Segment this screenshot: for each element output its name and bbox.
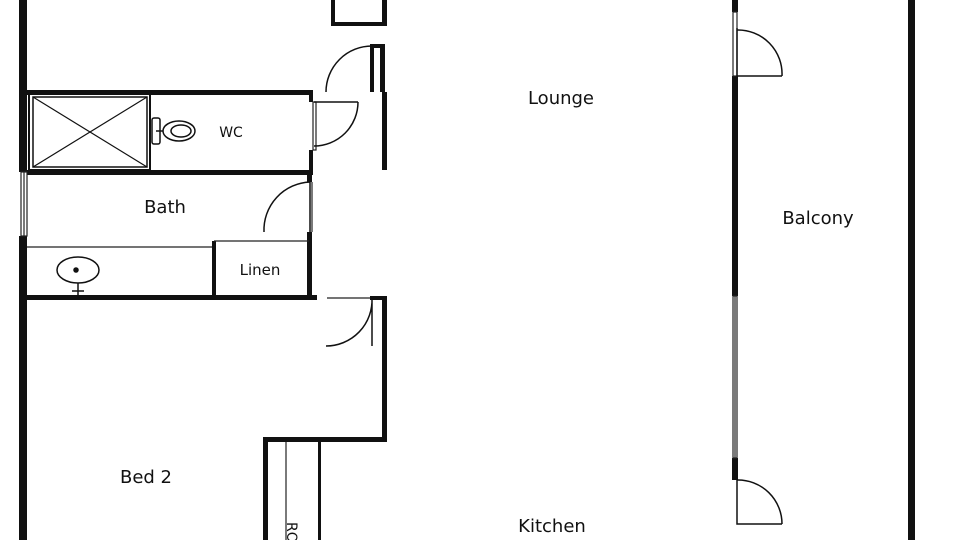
label-kitchen: Kitchen [518,516,586,537]
label-lounge: Lounge [528,88,594,109]
robe-wall-right [318,437,321,540]
toilet [151,117,196,145]
shower [28,93,151,171]
left-outer-wall-lower [19,236,27,540]
cupboard-wall-bottom [331,22,387,26]
left-outer-wall [19,0,27,172]
door-balcony-bottom [736,479,783,525]
thin-lines [20,11,738,540]
door-swings [263,28,783,525]
robe-wall-top [263,437,387,442]
door-balcony-top [736,28,783,77]
walls [19,0,915,540]
door-bed2 [325,297,373,347]
wc-bottom-wall [27,170,313,175]
robe-wall-left [263,437,268,540]
door-bath [263,181,311,233]
label-bath: Bath [144,197,186,218]
wc-right-wall [309,92,313,102]
linen-left-wall [212,241,216,298]
label-linen: Linen [240,261,281,279]
right-outer-wall [908,0,915,540]
cupboard-wall-left [331,0,335,26]
label-wc: WC [219,125,243,141]
bath-right-wall-low [307,232,312,298]
basin [56,256,100,295]
hall-wall-top [382,0,387,26]
bath-right-wall [307,172,312,182]
bath-bottom-wall [27,295,317,300]
bed-wall-right [382,298,387,440]
door-wc [313,101,359,147]
lounge-door-jamb [312,101,317,151]
balcony-wall-top [732,0,738,12]
cupboard-upper-wall [370,44,385,48]
label-balcony: Balcony [782,208,854,229]
room-labels: Lounge WC Bath Linen Balcony Bed 2 Kitch… [120,88,854,540]
label-robe: RO [283,522,299,540]
door-cupboard [325,45,373,93]
label-bed-2: Bed 2 [120,467,172,488]
hall-wall-wc [382,92,387,170]
wc-right-wall-low [309,150,313,172]
balcony-wall-low [732,458,738,480]
hall-wall-upper [380,44,385,92]
balcony-wall-mid [732,76,738,296]
wc-top-wall [27,90,313,95]
bed-door-right [370,296,387,300]
